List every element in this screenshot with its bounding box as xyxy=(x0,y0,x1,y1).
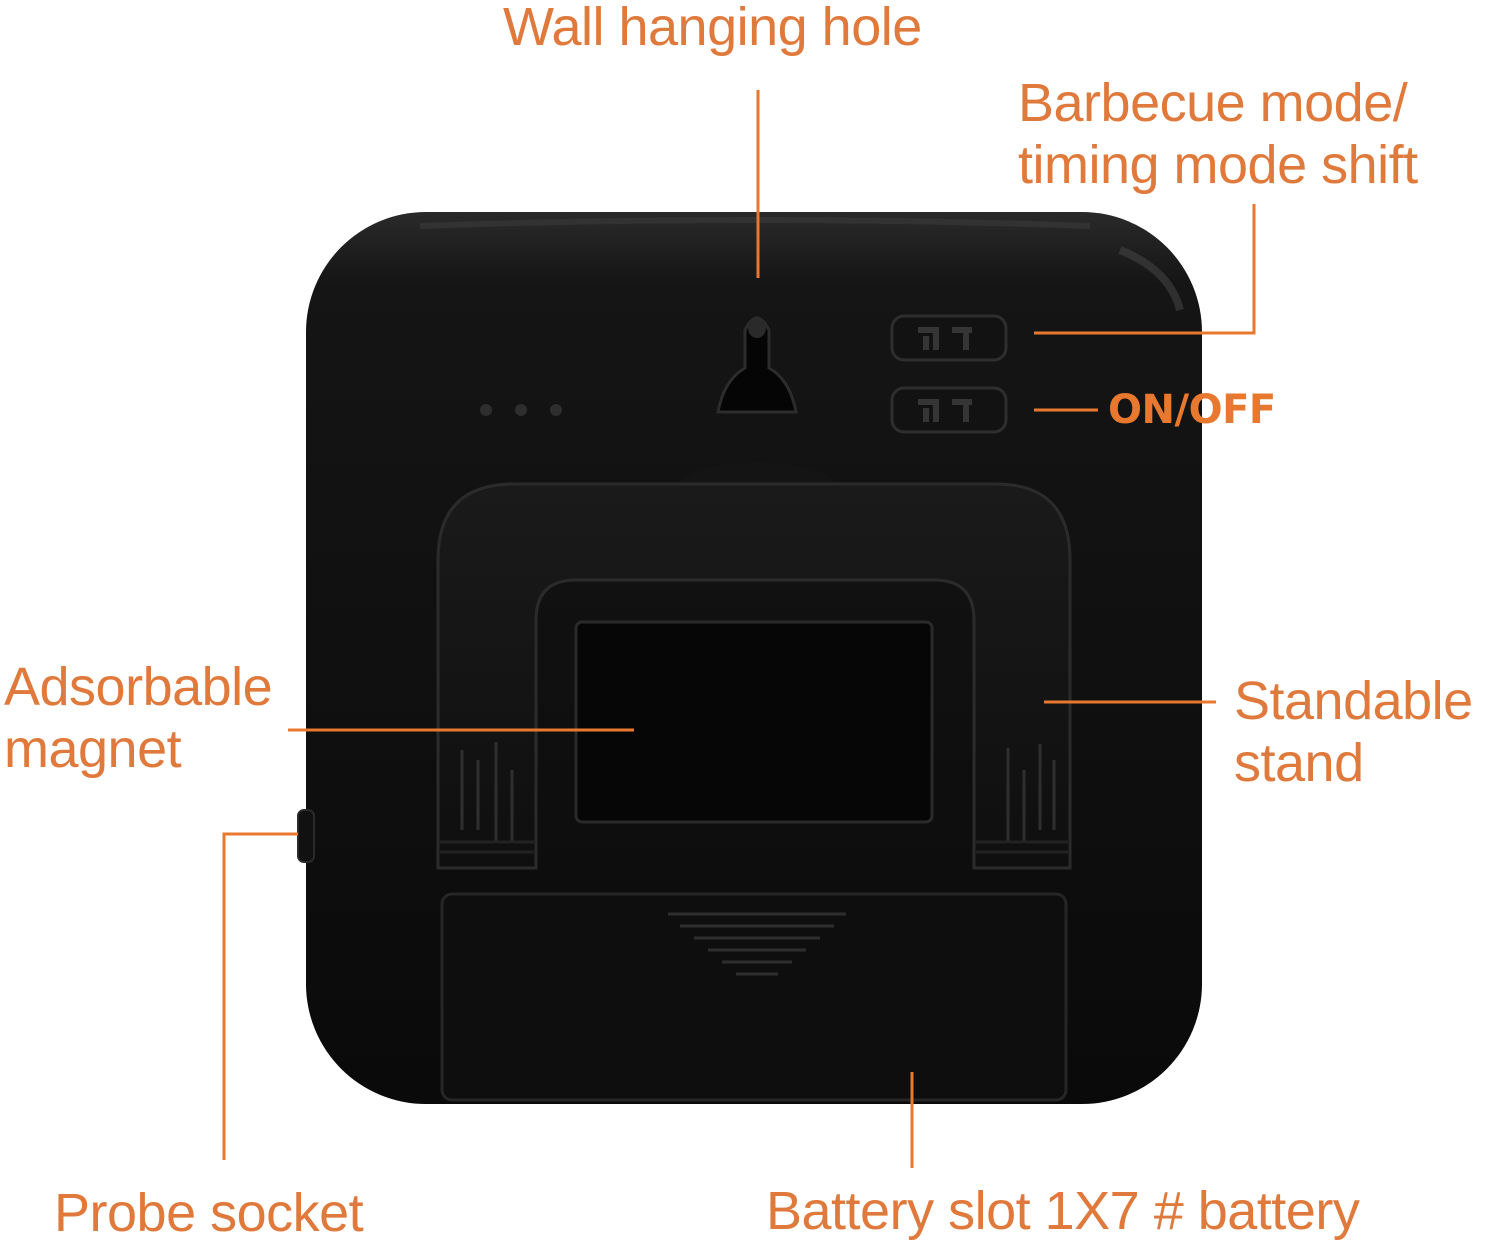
indicator-dot xyxy=(515,404,527,416)
adsorbable-magnet-label: Adsorbable magnet xyxy=(4,656,273,780)
power-switch xyxy=(890,386,1008,434)
probe-socket-label: Probe socket xyxy=(54,1182,364,1244)
probe-socket-text: Probe socket xyxy=(54,1183,364,1243)
wall-hanging-hole-text: Wall hanging hole xyxy=(503,0,922,57)
battery-cover xyxy=(440,892,1068,1102)
standable-stand-label-line1: Standable xyxy=(1234,671,1473,731)
adsorbable-magnet-label-line2: magnet xyxy=(4,719,182,779)
stand-leg-right xyxy=(976,744,1068,854)
standable-stand-label: Standable stand xyxy=(1234,670,1473,794)
probe-socket xyxy=(297,809,315,863)
mode-switch xyxy=(890,314,1008,362)
callout-line-mode xyxy=(1034,204,1256,335)
callout-line-probe xyxy=(222,832,298,1160)
callout-lines xyxy=(222,90,1256,1168)
stand-leg-left xyxy=(440,742,534,854)
stand-frame xyxy=(436,482,1072,870)
wall-hanging-hole xyxy=(716,316,798,414)
adsorbable-magnet xyxy=(574,620,934,824)
standable-stand-label-line2: stand xyxy=(1234,733,1364,793)
adsorbable-magnet-label-line1: Adsorbable xyxy=(4,657,273,717)
indicator-dot xyxy=(480,404,492,416)
wall-hanging-hole-label: Wall hanging hole xyxy=(503,0,922,58)
battery-slot-label: Battery slot 1X7 # battery xyxy=(766,1180,1360,1242)
on-off-text: ON/OFF xyxy=(1108,387,1276,433)
mode-shift-label: Barbecue mode/ timing mode shift xyxy=(1018,72,1418,196)
on-off-label: ON/OFF xyxy=(1108,386,1276,434)
mode-shift-label-line2: timing mode shift xyxy=(1018,135,1418,195)
battery-slot-text: Battery slot 1X7 # battery xyxy=(766,1181,1360,1241)
indicator-dot xyxy=(550,404,562,416)
mode-shift-label-line1: Barbecue mode/ xyxy=(1018,73,1408,133)
body-corner-highlight xyxy=(1118,246,1184,312)
battery-cover-arrow xyxy=(668,912,846,976)
